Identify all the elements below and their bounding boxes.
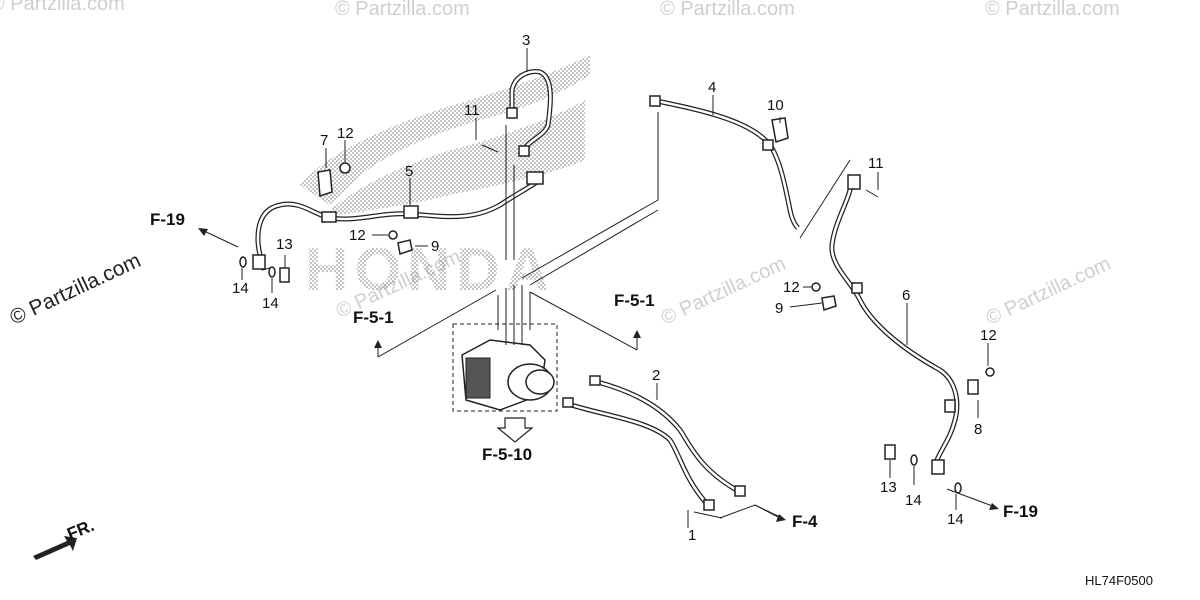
label-part-14: 14 — [232, 280, 249, 297]
label-part-13: 13 — [880, 479, 897, 496]
honda-wing-logo: HONDA — [300, 55, 590, 303]
label-part-3: 3 — [522, 32, 530, 49]
label-part-13: 13 — [276, 236, 293, 253]
watermark-text: © Partzilla.com — [985, 0, 1120, 20]
label-part-11: 11 — [464, 102, 480, 119]
label-part-9: 9 — [431, 238, 439, 255]
pipes-1-2 — [562, 375, 746, 511]
label-part-9: 9 — [775, 300, 783, 317]
diagram-code: HL74F0500 — [1085, 573, 1153, 588]
label-part-14: 14 — [905, 492, 922, 509]
reference-labels: F-19 F-19 F-5-1 F-5-1 F-5-10 F-4 FR. HL7… — [64, 210, 1153, 588]
watermark-text-dark: © Partzilla.com — [6, 249, 144, 330]
watermark-text: © Partzilla.com — [0, 0, 125, 15]
ref-f510: F-5-10 — [482, 445, 532, 464]
label-part-2: 2 — [652, 367, 660, 384]
label-part-11: 11 — [868, 155, 884, 172]
ref-f4: F-4 — [792, 512, 818, 531]
arrows — [33, 228, 999, 560]
pipe-3 — [481, 69, 553, 157]
hose-6 — [811, 174, 995, 494]
label-part-5: 5 — [405, 163, 413, 180]
watermark-text: © Partzilla.com — [983, 253, 1114, 330]
watermark-text: © Partzilla.com — [335, 0, 470, 20]
ref-f51-left: F-5-1 — [353, 308, 394, 327]
front-indicator: FR. — [64, 516, 97, 544]
pipe-4 — [649, 95, 800, 230]
honda-brand-text: HONDA — [305, 236, 555, 303]
label-part-8: 8 — [974, 421, 982, 438]
abs-modulator-unit — [452, 323, 558, 412]
leader-lines — [241, 48, 989, 528]
label-part-4: 4 — [708, 79, 716, 96]
label-part-12: 12 — [337, 125, 354, 142]
ref-f19-left: F-19 — [150, 210, 185, 229]
watermark-text: © Partzilla.com — [658, 253, 789, 330]
label-part-7: 7 — [320, 132, 328, 149]
label-part-14: 14 — [262, 295, 279, 312]
label-part-12: 12 — [783, 279, 800, 296]
left-brake-hose — [239, 162, 544, 283]
watermark-text: © Partzilla.com — [660, 0, 795, 20]
ref-f19-right: F-19 — [1003, 502, 1038, 521]
ref-f51-right: F-5-1 — [614, 291, 655, 310]
label-part-12: 12 — [980, 327, 997, 344]
label-part-6: 6 — [902, 287, 910, 304]
label-part-1: 1 — [688, 527, 696, 544]
label-part-12: 12 — [349, 227, 366, 244]
part-number-labels: 1 2 3 4 5 6 7 8 9 9 10 11 11 12 12 12 12… — [232, 32, 997, 544]
label-part-10: 10 — [767, 97, 784, 114]
label-part-14: 14 — [947, 511, 964, 528]
